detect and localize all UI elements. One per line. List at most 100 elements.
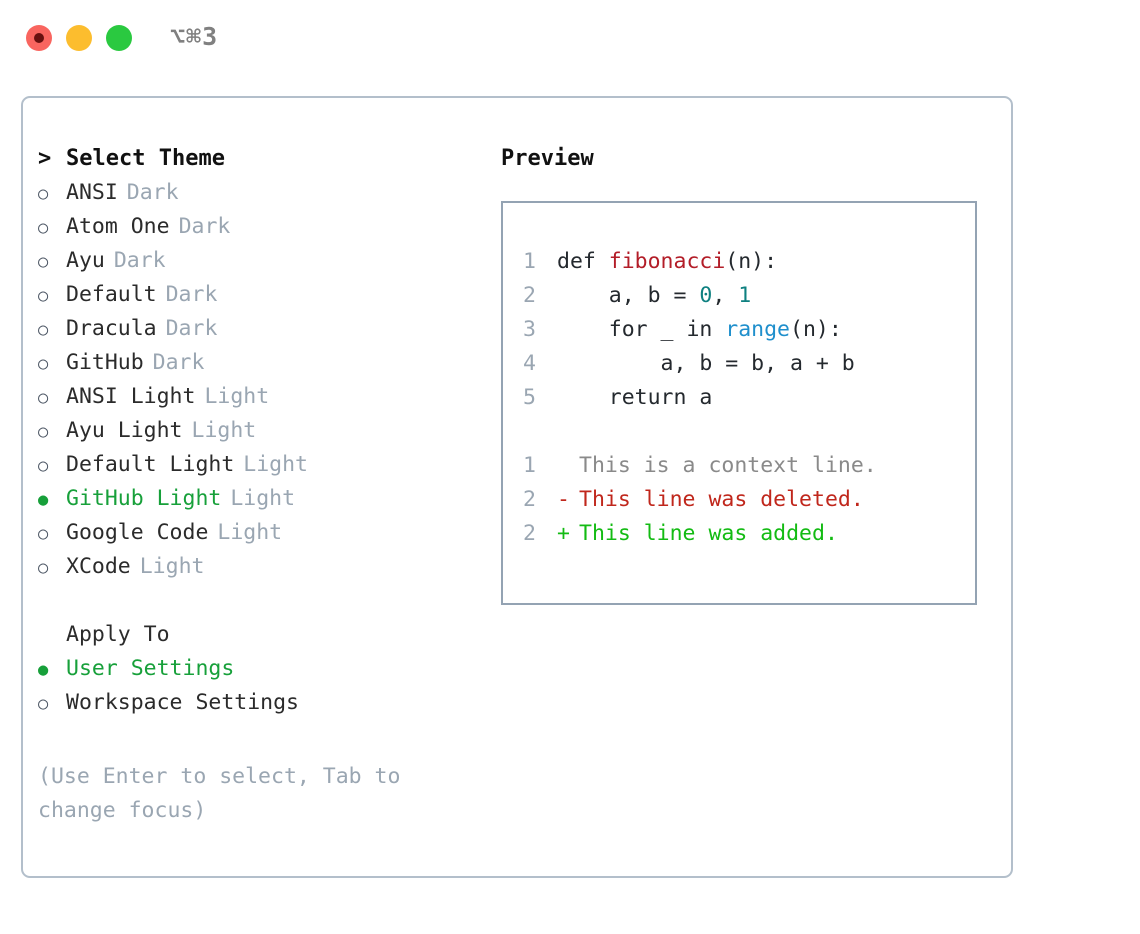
diff-text: This line was added. xyxy=(579,521,838,546)
theme-option-dracula-dark[interactable]: Dracula Dark xyxy=(38,316,478,350)
theme-label: Ayu Light xyxy=(66,418,183,443)
diff-marker xyxy=(557,453,579,478)
diff-marker-plus: + xyxy=(557,521,570,546)
line-number: 3 xyxy=(523,317,536,342)
code-token-number: 1 xyxy=(738,283,752,308)
diff-marker-minus: - xyxy=(557,487,570,512)
code-token: (n): xyxy=(725,249,778,274)
maximize-button[interactable] xyxy=(106,25,132,51)
theme-variant: Light xyxy=(230,486,296,511)
radio-unselected-icon[interactable] xyxy=(38,248,66,273)
radio-selected-icon[interactable] xyxy=(38,656,66,681)
line-number: 4 xyxy=(523,351,536,376)
diff-line-added: 2 + This line was added. xyxy=(503,521,975,555)
theme-label: Ayu xyxy=(66,248,105,273)
radio-unselected-icon[interactable] xyxy=(38,554,66,579)
diff-line-context: 1 This is a context line. xyxy=(503,453,975,487)
line-number: 2 xyxy=(523,487,536,512)
theme-option-github-light[interactable]: GitHub Light Light xyxy=(38,486,478,520)
radio-unselected-icon[interactable] xyxy=(38,452,66,477)
diff-text: This is a context line. xyxy=(579,453,877,478)
theme-label: ANSI xyxy=(66,180,118,205)
code-token-number: 0 xyxy=(699,283,713,308)
theme-label: Google Code xyxy=(66,520,209,545)
theme-label: GitHub Light xyxy=(66,486,222,511)
code-token-function: fibonacci xyxy=(608,249,726,274)
radio-unselected-icon[interactable] xyxy=(38,282,66,307)
radio-unselected-icon[interactable] xyxy=(38,384,66,409)
code-token: def xyxy=(557,249,609,274)
page-title: Select Theme xyxy=(66,146,225,171)
code-text: a, b = b, a + b xyxy=(557,351,855,376)
recording-indicator-icon xyxy=(34,33,44,43)
keyboard-shortcut-label: ⌥⌘3 xyxy=(170,22,219,51)
code-token: (n): xyxy=(790,317,842,342)
radio-unselected-icon[interactable] xyxy=(38,316,66,341)
diff-text: This line was deleted. xyxy=(579,487,864,512)
radio-selected-icon[interactable] xyxy=(38,486,66,511)
code-token-builtin: range xyxy=(725,317,791,342)
code-text: return a xyxy=(557,385,713,410)
theme-label: Dracula xyxy=(66,316,157,341)
theme-option-ansi-dark[interactable]: ANSI Dark xyxy=(38,180,478,214)
apply-to-option-workspace-settings[interactable]: Workspace Settings xyxy=(38,690,478,724)
help-hint-text: (Use Enter to select, Tab to change focu… xyxy=(38,764,401,823)
theme-option-ayu-dark[interactable]: Ayu Dark xyxy=(38,248,478,282)
theme-label: GitHub xyxy=(66,350,144,375)
code-token: a, b = b, a + b xyxy=(557,351,855,376)
code-line: 1 def fibonacci(n): xyxy=(503,249,975,283)
code-text: def fibonacci(n): xyxy=(557,249,777,274)
theme-option-default-dark[interactable]: Default Dark xyxy=(38,282,478,316)
code-blank-line xyxy=(503,419,975,453)
theme-variant: Light xyxy=(139,554,205,579)
theme-variant: Dark xyxy=(165,282,218,307)
theme-variant: Dark xyxy=(152,350,205,375)
theme-label: Default xyxy=(66,282,157,307)
theme-option-default-light[interactable]: Default Light Light xyxy=(38,452,478,486)
section-spacer xyxy=(38,588,478,622)
theme-label: ANSI Light xyxy=(66,384,196,409)
line-number: 2 xyxy=(523,521,536,546)
minimize-button[interactable] xyxy=(66,25,92,51)
code-line: 5 return a xyxy=(503,385,975,419)
code-line: 2 a, b = 0, 1 xyxy=(503,283,975,317)
theme-label: Default Light xyxy=(66,452,235,477)
apply-to-title: Apply To xyxy=(66,622,170,647)
line-number: 2 xyxy=(523,283,536,308)
apply-to-header: Apply To xyxy=(38,622,478,656)
radio-unselected-icon[interactable] xyxy=(38,180,66,205)
title-bar: ⌥⌘3 xyxy=(0,0,1140,78)
apply-to-label: User Settings xyxy=(66,656,235,681)
line-number: 1 xyxy=(523,249,536,274)
radio-unselected-icon[interactable] xyxy=(38,214,66,239)
theme-variant: Dark xyxy=(165,316,218,341)
theme-variant: Dark xyxy=(126,180,179,205)
prompt-chevron-icon: > xyxy=(38,146,52,171)
line-number: 1 xyxy=(523,453,536,478)
apply-to-option-user-settings[interactable]: User Settings xyxy=(38,656,478,690)
theme-variant: Dark xyxy=(178,214,231,239)
radio-unselected-icon[interactable] xyxy=(38,350,66,375)
radio-unselected-icon[interactable] xyxy=(38,520,66,545)
select-theme-header: > Select Theme xyxy=(38,146,478,180)
theme-option-ayu-light[interactable]: Ayu Light Light xyxy=(38,418,478,452)
apply-to-label: Workspace Settings xyxy=(66,690,299,715)
theme-option-xcode[interactable]: XCode Light xyxy=(38,554,478,588)
theme-option-ansi-light[interactable]: ANSI Light Light xyxy=(38,384,478,418)
theme-label: XCode xyxy=(66,554,131,579)
radio-unselected-icon[interactable] xyxy=(38,690,66,715)
theme-variant: Dark xyxy=(113,248,166,273)
theme-variant: Light xyxy=(243,452,309,477)
code-text: for _ in range(n): xyxy=(557,317,842,342)
radio-unselected-icon[interactable] xyxy=(38,418,66,443)
line-number: 5 xyxy=(523,385,536,410)
theme-variant: Light xyxy=(191,418,257,443)
theme-variant: Light xyxy=(204,384,270,409)
theme-option-github-dark[interactable]: GitHub Dark xyxy=(38,350,478,384)
